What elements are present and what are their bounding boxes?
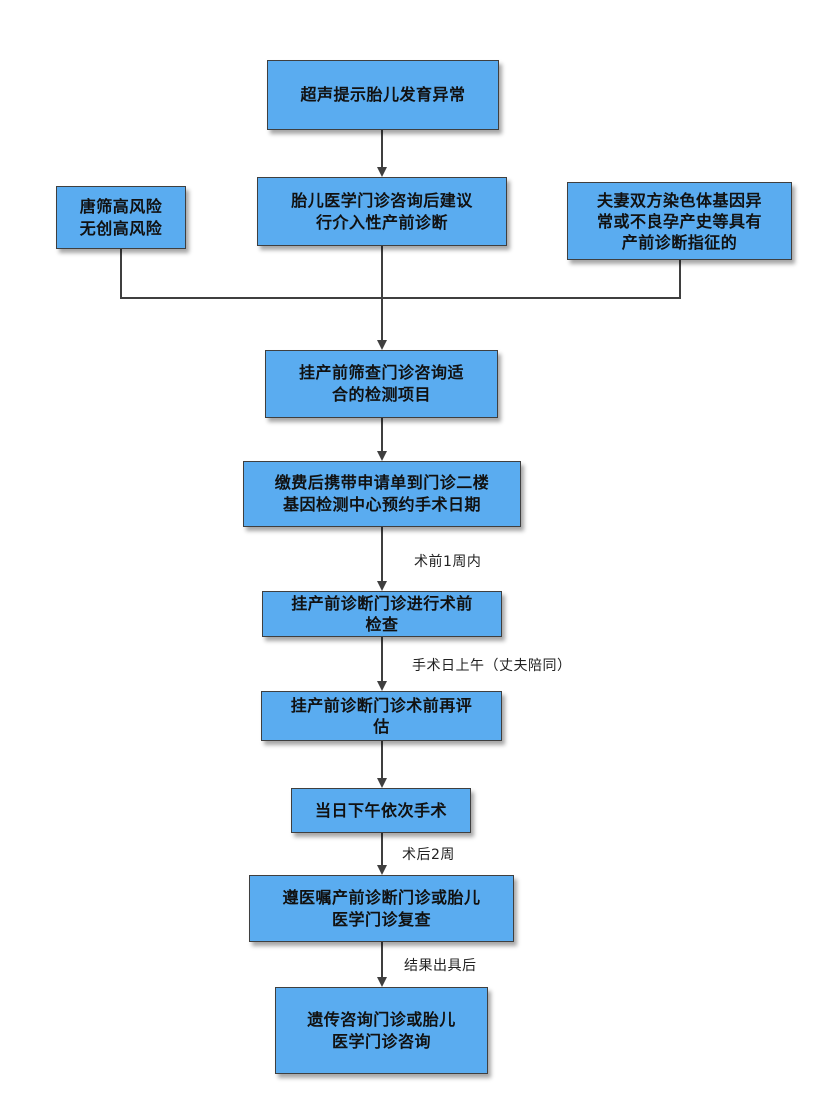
connector-down-screen-branch: [120, 249, 382, 299]
node-preop-evaluation: 挂产前诊断门诊术前再评 估: [261, 691, 502, 741]
node-parental-abnormality: 夫妻双方染色体基因异 常或不良孕产史等具有 产前诊断指征的: [567, 182, 792, 260]
node-fetal-medicine-consult: 胎儿医学门诊咨询后建议 行介入性产前诊断: [257, 177, 507, 246]
node-followup-review-text: 遵医嘱产前诊断门诊或胎儿 医学门诊复查: [282, 887, 481, 929]
edge-label-after-results: 结果出具后: [404, 958, 477, 974]
node-down-screening-risk: 唐筛高风险 无创高风险: [56, 186, 186, 249]
node-afternoon-surgery-text: 当日下午依次手术: [314, 800, 447, 820]
connector-parental-branch: [382, 260, 681, 299]
node-payment-appointment: 缴费后携带申请单到门诊二楼 基因检测中心预约手术日期: [243, 461, 521, 527]
node-preop-exam: 挂产前诊断门诊进行术前 检查: [262, 591, 502, 637]
node-register-screening: 挂产前筛查门诊咨询适 合的检测项目: [265, 350, 498, 418]
edge-label-one-week-before: 术前1周内: [414, 554, 482, 570]
node-fetal-medicine-text: 胎儿医学门诊咨询后建议 行介入性产前诊断: [291, 190, 473, 232]
node-down-screening-text: 唐筛高风险 无创高风险: [79, 196, 163, 238]
node-register-screening-text: 挂产前筛查门诊咨询适 合的检测项目: [298, 363, 464, 404]
node-preop-evaluation-text: 挂产前诊断门诊术前再评 估: [290, 696, 473, 736]
node-payment-appointment-text: 缴费后携带申请单到门诊二楼 基因检测中心预约手术日期: [274, 473, 490, 514]
edge-label-two-weeks-after: 术后2周: [402, 847, 455, 863]
node-ultrasound-abnormal: 超声提示胎儿发育异常: [267, 60, 499, 130]
node-parental-abnormality-text: 夫妻双方染色体基因异 常或不良孕产史等具有 产前诊断指征的: [596, 190, 762, 252]
node-genetic-counseling-text: 遗传咨询门诊或胎儿 医学门诊咨询: [307, 1009, 456, 1051]
node-preop-exam-text: 挂产前诊断门诊进行术前 检查: [291, 594, 473, 634]
node-afternoon-surgery: 当日下午依次手术: [291, 788, 471, 833]
node-genetic-counseling: 遗传咨询门诊或胎儿 医学门诊咨询: [275, 987, 488, 1074]
node-ultrasound-text: 超声提示胎儿发育异常: [300, 85, 466, 104]
node-followup-review: 遵医嘱产前诊断门诊或胎儿 医学门诊复查: [249, 875, 514, 942]
edge-label-surgery-morning: 手术日上午（丈夫陪同）: [412, 658, 572, 674]
